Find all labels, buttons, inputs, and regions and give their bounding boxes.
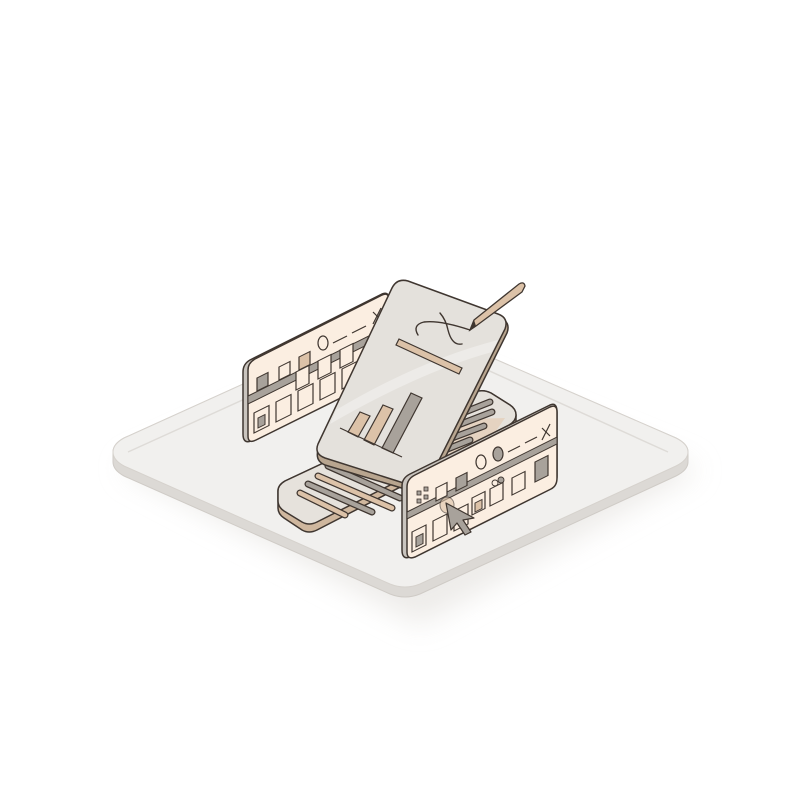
tablet-device	[316, 279, 509, 494]
left-window-panel	[242, 292, 390, 443]
bar-chart	[339, 392, 423, 458]
grid-icon[interactable]	[416, 486, 429, 504]
arrow-cursor-icon	[445, 502, 475, 536]
pencil-icon	[468, 282, 526, 332]
right-window-panel	[401, 403, 558, 559]
signature	[415, 312, 471, 345]
close-x-icon[interactable]	[541, 423, 551, 441]
